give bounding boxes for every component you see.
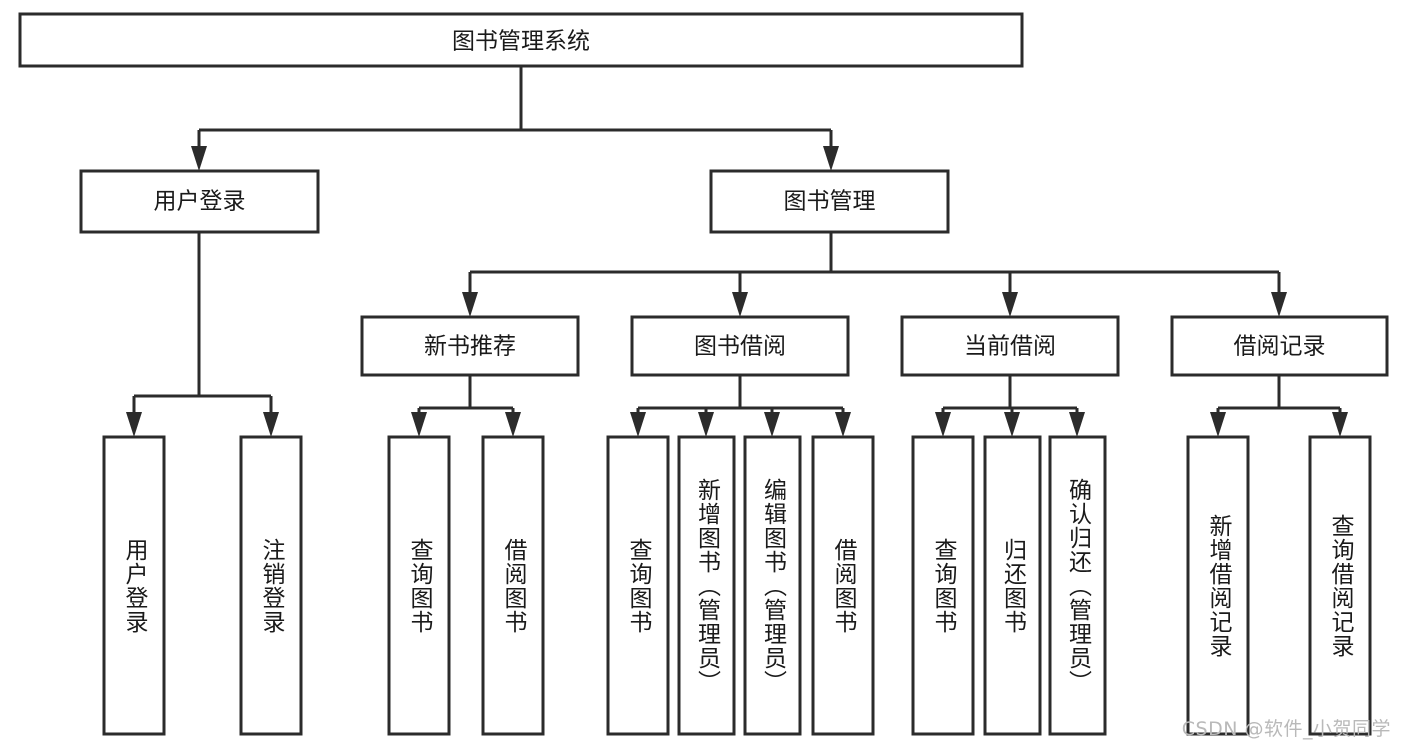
connector-group-root [191, 66, 839, 171]
leaf-node-query-book-recommend[interactable]: 查询图书 [387, 435, 451, 736]
node-book-management-label: 图书管理 [784, 189, 876, 215]
leaf-node-query-book-recommend-box[interactable] [387, 435, 451, 736]
arrow-head-current [1002, 292, 1018, 317]
leaf-node-logout-box[interactable] [239, 435, 303, 736]
leaf-node-query-borrow-record-box[interactable] [1308, 435, 1372, 736]
leaf-node-edit-book-admin-label: 编辑图书（管理员） [759, 477, 786, 694]
arrow-head-leaf-query-record [1332, 412, 1348, 437]
node-user-login-label: 用户登录 [154, 189, 246, 215]
leaf-node-edit-book-admin[interactable]: 编辑图书（管理员） [743, 435, 802, 736]
node-root-system-box[interactable] [18, 12, 1024, 68]
leaf-node-borrow-book-recommend-label: 借阅图书 [500, 537, 527, 634]
arrow-head-new-books [462, 292, 478, 317]
connector-group-records [1210, 375, 1348, 437]
node-book-borrow-label: 图书借阅 [694, 334, 786, 360]
leaf-node-add-book-admin-label: 新增图书（管理员） [693, 477, 720, 694]
leaf-node-logout-label: 注销登录 [258, 537, 285, 634]
leaf-node-query-book-current-label: 查询图书 [930, 537, 957, 634]
node-current-borrow[interactable]: 当前借阅 [900, 315, 1120, 377]
leaf-node-query-book-recommend-label: 查询图书 [406, 537, 433, 634]
arrow-head-leaf-logout [263, 412, 279, 437]
leaf-node-return-book-label: 归还图书 [999, 537, 1026, 634]
leaf-node-borrow-book-recommend-box[interactable] [481, 435, 545, 736]
leaf-node-query-book-current[interactable]: 查询图书 [911, 435, 975, 736]
leaf-node-query-borrow-record[interactable]: 查询借阅记录 [1308, 435, 1372, 736]
node-borrow-records-label: 借阅记录 [1234, 334, 1326, 360]
node-new-book-recommend-label: 新书推荐 [424, 334, 516, 360]
leaf-node-user-login-box[interactable] [102, 435, 166, 736]
leaf-node-add-borrow-record[interactable]: 新增借阅记录 [1186, 435, 1250, 736]
node-current-borrow-label: 当前借阅 [964, 334, 1056, 360]
leaf-node-add-book-admin-box[interactable] [677, 435, 736, 736]
arrow-head-leaf-query-book-a [411, 412, 427, 437]
leaf-node-query-borrow-record-label: 查询借阅记录 [1327, 513, 1354, 658]
node-new-book-recommend-box[interactable] [360, 315, 580, 377]
connector-group-new-books [411, 375, 521, 437]
leaf-node-confirm-return-admin[interactable]: 确认归还（管理员） [1048, 435, 1107, 736]
leaf-node-borrow-book-borrow-label: 借阅图书 [830, 537, 857, 634]
leaf-node-return-book[interactable]: 归还图书 [983, 435, 1042, 736]
node-root-system[interactable]: 图书管理系统 [18, 12, 1024, 68]
node-book-borrow-box[interactable] [630, 315, 850, 377]
node-borrow-records[interactable]: 借阅记录 [1170, 315, 1389, 377]
arrow-head-leaf-add-book [698, 412, 714, 437]
leaf-node-query-book-borrow-label: 查询图书 [625, 537, 652, 634]
arrow-head-leaf-borrow-book-b [835, 412, 851, 437]
arrow-head-leaf-edit-book [764, 412, 780, 437]
node-current-borrow-box[interactable] [900, 315, 1120, 377]
arrow-head-leaf-return-book [1004, 412, 1020, 437]
arrow-head-leaf-borrow-book-a [505, 412, 521, 437]
arrow-head-leaf-confirm-return [1069, 412, 1085, 437]
node-borrow-records-box[interactable] [1170, 315, 1389, 377]
connector-group-current [935, 375, 1085, 437]
node-book-management-box[interactable] [709, 169, 950, 234]
leaf-node-confirm-return-admin-label: 确认归还（管理员） [1064, 477, 1091, 694]
leaf-node-add-borrow-record-box[interactable] [1186, 435, 1250, 736]
arrow-head-book-mgmt [823, 146, 839, 171]
node-new-book-recommend[interactable]: 新书推荐 [360, 315, 580, 377]
arrow-head-leaf-user-login [126, 412, 142, 437]
connector-group-borrow [630, 375, 851, 437]
arrow-head-leaf-add-record [1210, 412, 1226, 437]
leaf-node-query-book-borrow-box[interactable] [606, 435, 670, 736]
leaf-node-user-login-label: 用户登录 [121, 537, 148, 634]
arrow-head-records [1271, 292, 1287, 317]
csdn-watermark: CSDN @软件_小贺同学 [1181, 718, 1391, 740]
arrow-head-user-login [191, 146, 207, 171]
leaf-node-add-borrow-record-label: 新增借阅记录 [1205, 513, 1232, 658]
leaf-node-return-book-box[interactable] [983, 435, 1042, 736]
node-book-management[interactable]: 图书管理 [709, 169, 950, 234]
node-root-system-label: 图书管理系统 [452, 29, 590, 55]
leaf-node-borrow-book-borrow-box[interactable] [811, 435, 875, 736]
leaf-node-query-book-borrow[interactable]: 查询图书 [606, 435, 670, 736]
arrow-head-leaf-query-book-b [630, 412, 646, 437]
arrow-head-borrow [732, 292, 748, 317]
leaf-node-edit-book-admin-box[interactable] [743, 435, 802, 736]
arrow-head-leaf-query-book-c [935, 412, 951, 437]
leaf-node-user-login[interactable]: 用户登录 [102, 435, 166, 736]
leaf-node-borrow-book-borrow[interactable]: 借阅图书 [811, 435, 875, 736]
leaf-node-borrow-book-recommend[interactable]: 借阅图书 [481, 435, 545, 736]
node-book-borrow[interactable]: 图书借阅 [630, 315, 850, 377]
node-user-login[interactable]: 用户登录 [79, 169, 320, 234]
leaf-node-logout[interactable]: 注销登录 [239, 435, 303, 736]
leaf-node-confirm-return-admin-box[interactable] [1048, 435, 1107, 736]
connector-group-book-mgmt [462, 232, 1287, 317]
leaf-node-add-book-admin[interactable]: 新增图书（管理员） [677, 435, 736, 736]
connector-group-user-login [126, 232, 279, 437]
node-user-login-box[interactable] [79, 169, 320, 234]
leaf-node-query-book-current-box[interactable] [911, 435, 975, 736]
